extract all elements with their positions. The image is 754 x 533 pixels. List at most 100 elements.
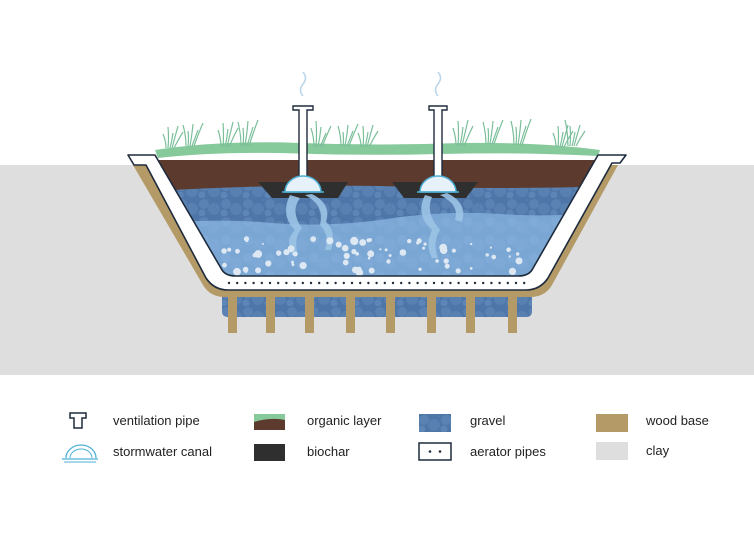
- grass-blade: [519, 125, 527, 146]
- air-bubble: [367, 250, 375, 258]
- aerator-hole: [309, 281, 313, 285]
- air-bubble: [418, 267, 422, 271]
- grass-blade: [319, 132, 327, 148]
- legend-ventilation-pipe-icon: [69, 412, 87, 429]
- aerator-hole: [473, 281, 477, 285]
- air-bubble: [252, 253, 257, 258]
- grass-blade: [557, 125, 560, 148]
- air-bubble: [310, 236, 317, 242]
- aerator-hole: [301, 281, 304, 285]
- legend-wood-base-swatch: [596, 414, 628, 432]
- air-bubble: [384, 248, 388, 252]
- grass-blade: [167, 126, 170, 149]
- air-bubble: [422, 246, 426, 250]
- air-bubble: [516, 252, 520, 256]
- aerator-hole: [514, 281, 518, 285]
- air-bubble: [335, 241, 342, 248]
- legend-biochar-swatch: [254, 444, 285, 461]
- grass-blade: [357, 132, 362, 148]
- grass-blade: [575, 130, 586, 147]
- grass-blade: [569, 125, 572, 147]
- organic-top: [155, 142, 600, 158]
- aerator-hole: [408, 281, 411, 285]
- aerator-hole: [424, 281, 427, 285]
- air-bubble: [235, 248, 240, 254]
- wood-posts: [228, 292, 517, 333]
- grass-blade: [246, 126, 254, 147]
- air-bubble: [435, 259, 439, 263]
- aerator-hole: [416, 281, 419, 285]
- air-bubble: [386, 259, 391, 264]
- wood-post: [305, 292, 314, 333]
- aerator-hole: [252, 281, 255, 285]
- gravel-under-base: [222, 292, 532, 317]
- grass-blade: [571, 131, 576, 147]
- aerator-hole: [391, 281, 395, 285]
- air-bubble: [416, 241, 420, 245]
- air-bubble: [283, 249, 290, 256]
- air-bubble: [265, 260, 272, 267]
- air-bubble: [469, 267, 473, 270]
- grass-blade: [248, 119, 259, 147]
- air-bubble: [366, 238, 371, 243]
- legend-gravel-swatch: [419, 414, 451, 432]
- aerator-hole: [244, 281, 247, 285]
- air-bubble: [343, 252, 350, 259]
- grass-blade: [193, 122, 204, 147]
- aerator-hole: [268, 281, 272, 285]
- wood-post: [228, 292, 237, 333]
- air-bubble: [287, 245, 295, 253]
- air-bubble: [221, 248, 227, 254]
- stormwater-canal-right: [417, 175, 459, 193]
- aerator-hole: [375, 281, 378, 285]
- air-bubble: [352, 266, 359, 273]
- aerator-hole: [441, 281, 444, 285]
- aerator-hole: [400, 281, 403, 285]
- air-bubble: [233, 267, 241, 276]
- grass-blade: [187, 130, 190, 147]
- grass-blade: [366, 124, 374, 148]
- air-bubble: [245, 238, 249, 243]
- air-bubble: [355, 252, 360, 256]
- grass-blade: [564, 119, 569, 147]
- air-bubble: [455, 268, 461, 274]
- grass-blade: [191, 129, 199, 147]
- grass-blade: [315, 120, 318, 148]
- aerator-hole: [457, 281, 460, 285]
- grass-blade: [171, 125, 179, 149]
- air-bubble: [388, 254, 392, 257]
- grass-blade: [364, 131, 369, 148]
- air-bubble: [508, 267, 517, 275]
- air-bubble: [292, 251, 298, 257]
- air-bubble: [423, 242, 427, 246]
- air-bubble: [222, 262, 227, 268]
- air-bubble: [291, 263, 295, 267]
- aerator-hole: [318, 281, 321, 285]
- wood-post: [386, 292, 395, 333]
- wood-post: [266, 292, 275, 333]
- grass-blade: [346, 130, 354, 147]
- aerator-hole: [293, 281, 296, 285]
- aerator-hole: [432, 281, 436, 285]
- organic-soil: [150, 160, 604, 192]
- aerator-hole: [342, 281, 345, 285]
- air-bubble: [508, 255, 511, 258]
- air-bubble: [489, 246, 492, 249]
- grass-blade: [182, 124, 187, 147]
- air-bubble: [227, 247, 232, 252]
- aerator-hole: [498, 281, 501, 285]
- air-bubble: [276, 250, 282, 256]
- grass-blade: [217, 129, 222, 148]
- air-bubble: [244, 269, 248, 273]
- legend-label-organic-layer: organic layer: [307, 413, 382, 428]
- air-bubble: [342, 259, 349, 266]
- grass-blade: [237, 121, 242, 147]
- water-streams: [286, 193, 464, 258]
- aerator-hole: [277, 281, 280, 285]
- grass-blade: [344, 124, 349, 147]
- aerator-hole: [227, 281, 231, 285]
- air-bubble: [439, 246, 448, 254]
- aerator-hole: [506, 281, 509, 285]
- aerator-hole: [465, 281, 468, 285]
